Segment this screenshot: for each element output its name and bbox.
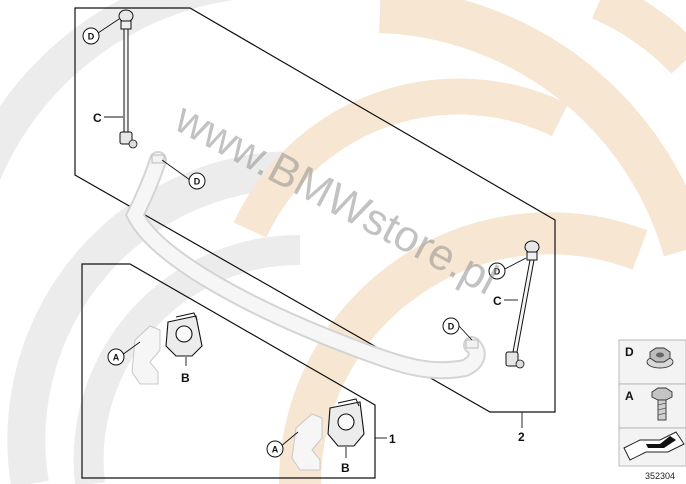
stabilizer-link-left bbox=[118, 9, 138, 149]
label-b-lower: B bbox=[341, 461, 350, 475]
callout-d-right-top: D bbox=[488, 262, 506, 280]
document-number: 352304 bbox=[645, 471, 675, 481]
legend-panel: D A 352304 bbox=[618, 339, 686, 481]
swirl-arc-tan-3 bbox=[233, 78, 568, 238]
callout-d-text: D bbox=[494, 267, 501, 277]
legend-letter-a: A bbox=[625, 389, 634, 403]
flange-nut-icon bbox=[646, 347, 674, 369]
swirl-arc-tan-4 bbox=[591, 0, 686, 75]
callout-a-upper: A bbox=[107, 348, 125, 366]
group-number-2: 2 bbox=[518, 430, 525, 444]
swirl-arc-tan-2 bbox=[379, 0, 686, 257]
kit-links-frame bbox=[74, 7, 556, 413]
swirl-arc-grey-3 bbox=[0, 0, 235, 181]
stabilizer-bar bbox=[124, 151, 486, 380]
rubber-mount-lower bbox=[327, 398, 365, 447]
nut-ghost-left bbox=[151, 154, 165, 164]
callout-d-text: D bbox=[194, 177, 201, 187]
callout-a-text: A bbox=[113, 353, 120, 363]
stabilizer-link-right bbox=[505, 240, 540, 369]
label-b-upper: B bbox=[181, 371, 190, 385]
legend-letter-d: D bbox=[625, 345, 634, 359]
leader-lines bbox=[97, 18, 527, 458]
swirl-arc-tan-1 bbox=[278, 212, 648, 484]
swirl-arc-grey-2 bbox=[73, 234, 301, 484]
callout-d-mid-left: D bbox=[188, 172, 206, 190]
bracket-upper bbox=[131, 325, 161, 385]
catalog-arrow-icon bbox=[623, 431, 685, 461]
callout-a-lower: A bbox=[266, 440, 284, 458]
nut-ghost-right bbox=[465, 339, 479, 349]
callout-d-text: D bbox=[88, 32, 95, 42]
callout-d-right-bottom: D bbox=[442, 317, 460, 335]
bracket-lower bbox=[291, 413, 323, 471]
callout-a-text: A bbox=[272, 445, 279, 455]
callout-d-top-left: D bbox=[82, 27, 100, 45]
label-c-left: C bbox=[93, 111, 102, 125]
label-c-right: C bbox=[493, 294, 502, 308]
callout-d-text: D bbox=[448, 322, 455, 332]
hex-bolt-icon bbox=[651, 387, 673, 421]
rubber-mount-upper bbox=[165, 312, 203, 357]
kit-bushes-frame bbox=[81, 263, 376, 479]
group-number-1: 1 bbox=[389, 432, 396, 446]
